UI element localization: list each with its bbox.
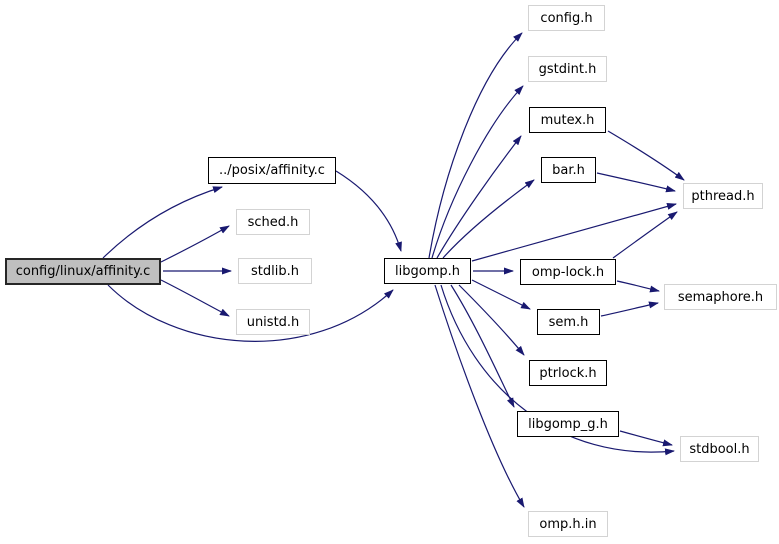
edge-libgomp-to-bar (442, 179, 535, 259)
node-config-linux-affinity-c: config/linux/affinity.c (5, 258, 161, 285)
edge-main-to-libgomp (107, 284, 394, 342)
edge-main-to-posix-affinity (102, 186, 223, 259)
edge-libgomp-to-pthread (471, 203, 677, 262)
edge-omp-lock-to-pthread (612, 211, 678, 259)
node-stdbool-h: stdbool.h (680, 436, 759, 462)
node-libgomp-h[interactable]: libgomp.h (384, 258, 471, 284)
node-posix-affinity-c[interactable]: ../posix/affinity.c (208, 157, 336, 184)
node-stdlib-h: stdlib.h (238, 258, 312, 284)
node-mutex-h[interactable]: mutex.h (529, 107, 606, 133)
edge-sem-to-semaphore (600, 301, 659, 317)
node-unistd-h: unistd.h (236, 309, 310, 335)
node-sched-h: sched.h (236, 209, 310, 235)
edge-main-to-sched (160, 225, 230, 263)
edge-libgomp-to-libgomp-g (450, 284, 515, 408)
edge-libgomp-to-ptrlock (458, 284, 525, 356)
node-bar-h[interactable]: bar.h (541, 157, 596, 183)
edge-omp-lock-to-semaphore (616, 280, 660, 293)
edge-libgomp-to-config (428, 32, 523, 259)
node-gstdint-h: gstdint.h (528, 56, 607, 82)
edge-libgomp-to-gstdint (431, 85, 524, 259)
node-omp-h-in: omp.h.in (528, 511, 608, 537)
node-ptrlock-h[interactable]: ptrlock.h (529, 360, 607, 386)
edge-libgomp-to-omp-h-in (434, 284, 525, 508)
edge-bar-to-pthread (596, 172, 676, 193)
edge-libgomp-g-to-stdbool (619, 430, 673, 447)
edge-libgomp-to-mutex (436, 135, 522, 259)
node-sem-h[interactable]: sem.h (537, 309, 600, 335)
node-omp-lock-h[interactable]: omp-lock.h (520, 259, 616, 285)
node-libgomp-g-h[interactable]: libgomp_g.h (517, 411, 619, 437)
edge-posix-affinity-to-libgomp (335, 170, 402, 252)
node-semaphore-h: semaphore.h (664, 284, 777, 310)
edge-libgomp-to-sem (471, 279, 531, 310)
node-pthread-h: pthread.h (683, 183, 763, 209)
edge-main-to-unistd (160, 279, 230, 317)
node-config-h: config.h (528, 5, 605, 31)
edge-mutex-to-pthread (607, 130, 685, 181)
